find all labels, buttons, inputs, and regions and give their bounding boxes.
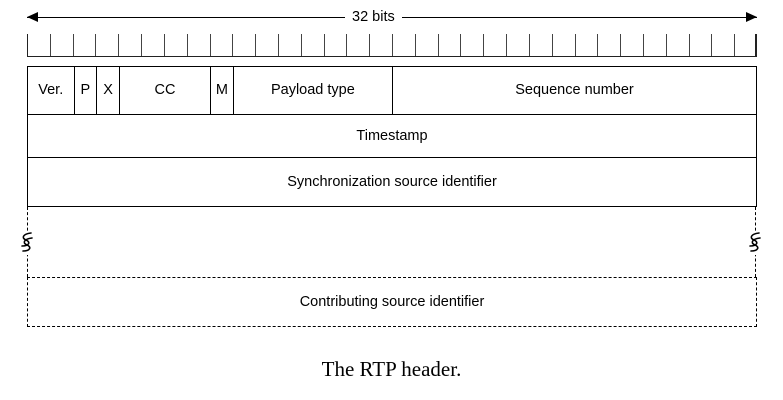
field-label: Synchronization source identifier <box>287 173 497 190</box>
bit-tick-11 <box>277 34 301 56</box>
bit-tick-8 <box>209 34 233 56</box>
width-arrow-label: 32 bits <box>345 8 402 27</box>
bit-tick-24 <box>574 34 598 56</box>
bit-tick-2 <box>72 34 96 56</box>
figure-caption: The RTP header. <box>321 357 462 381</box>
bit-tick-4 <box>118 34 141 56</box>
csrc-field-label: Contributing source identifier <box>299 294 485 310</box>
bit-tick-23 <box>551 34 575 56</box>
bit-ruler <box>27 34 757 57</box>
bit-tick-18 <box>437 34 461 56</box>
bit-tick-14 <box>346 34 369 56</box>
bit-tick-0 <box>27 34 50 56</box>
field-m: M <box>210 67 233 114</box>
field-ver: Ver. <box>28 67 74 114</box>
bit-tick-25 <box>597 34 620 56</box>
field-label: X <box>103 82 113 99</box>
bit-tick-29 <box>688 34 712 56</box>
bit-tick-31 <box>734 34 757 56</box>
bit-tick-19 <box>460 34 483 56</box>
bit-tick-16 <box>392 34 415 56</box>
bit-tick-17 <box>414 34 438 56</box>
field-label: CC <box>154 82 176 99</box>
arrow-head-right-icon <box>746 12 757 22</box>
timestamp-word: Timestamp <box>28 115 756 158</box>
bit-tick-6 <box>163 34 187 56</box>
bit-tick-26 <box>620 34 643 56</box>
bit-tick-21 <box>506 34 529 56</box>
field-label: Sequence number <box>515 82 634 99</box>
bit-tick-3 <box>95 34 118 56</box>
field-x: X <box>96 67 119 114</box>
field-label: Payload type <box>270 82 355 99</box>
field-label: Timestamp <box>356 127 428 144</box>
field-payload-type: Payload type <box>232 67 392 114</box>
field-p: P <box>73 67 97 114</box>
bit-tick-22 <box>528 34 552 56</box>
bit-tick-27 <box>642 34 666 56</box>
bit-tick-28 <box>665 34 689 56</box>
field-synchronization-source-identifier: Synchronization source identifier <box>28 158 756 206</box>
header-break-gap <box>17 207 767 277</box>
bit-tick-9 <box>232 34 255 56</box>
bit-tick-30 <box>711 34 734 56</box>
field-label: P <box>80 82 91 99</box>
bit-tick-5 <box>141 34 164 56</box>
bit-tick-15 <box>369 34 392 56</box>
bit-ruler-endcap <box>755 34 757 57</box>
break-squiggle-icon-left <box>17 231 39 255</box>
ssrc-word: Synchronization source identifier <box>28 158 756 206</box>
csrc-field: Contributing source identifier <box>27 277 757 327</box>
field-timestamp: Timestamp <box>28 115 756 157</box>
field-sequence-number: Sequence number <box>392 67 756 114</box>
bit-tick-7 <box>186 34 210 56</box>
bit-tick-13 <box>323 34 347 56</box>
field-label: Ver. <box>38 82 64 99</box>
bit-tick-10 <box>255 34 278 56</box>
bit-tick-12 <box>300 34 324 56</box>
field-label: M <box>215 82 228 99</box>
bit-tick-1 <box>49 34 73 56</box>
bit-tick-20 <box>483 34 506 56</box>
field-cc: CC <box>119 67 210 114</box>
width-arrow: 32 bits <box>27 8 757 28</box>
arrow-head-left-icon <box>27 12 38 22</box>
break-squiggle-icon-right <box>745 231 767 255</box>
